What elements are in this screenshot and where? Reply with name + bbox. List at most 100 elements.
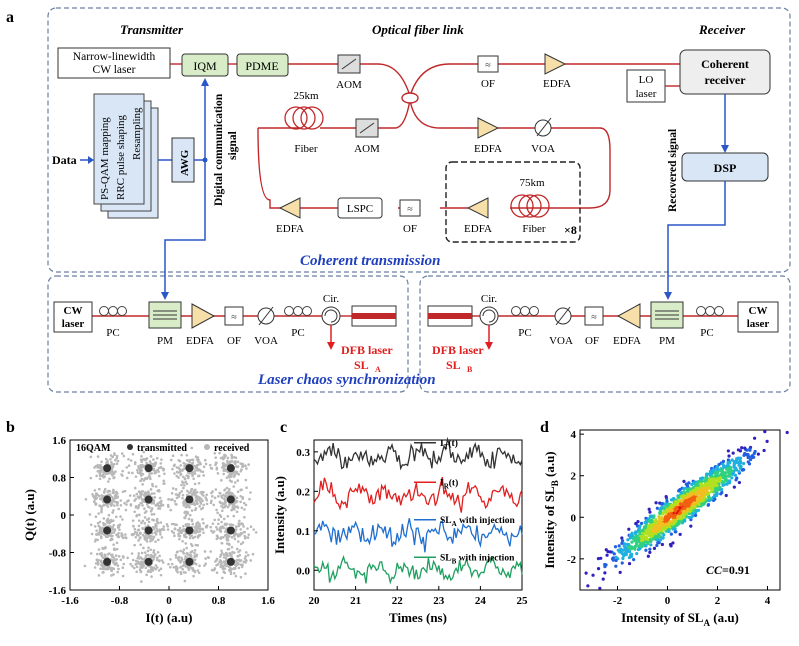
received-point	[209, 525, 212, 529]
received-point	[178, 491, 182, 495]
received-point	[239, 470, 243, 473]
received-point	[135, 565, 139, 569]
received-point	[139, 563, 143, 567]
received-point	[232, 485, 236, 488]
received-point	[158, 530, 162, 534]
density-point	[718, 476, 723, 480]
density-point	[745, 448, 749, 452]
received-point	[166, 528, 170, 531]
received-point	[140, 455, 143, 458]
received-point	[208, 463, 212, 467]
density-point	[586, 584, 590, 588]
received-point	[225, 486, 229, 490]
cw-laser-left-l2: laser	[62, 318, 85, 330]
chaos-left: CW laser PC PM EDFA ≈ OF VOA PC Cir. DFB…	[53, 293, 397, 374]
density-point	[678, 532, 682, 536]
received-point	[203, 458, 207, 462]
received-point	[238, 553, 242, 557]
coherent-transmission-title: Coherent transmission	[300, 253, 440, 269]
received-point	[100, 532, 104, 535]
received-point	[235, 562, 239, 565]
received-point	[190, 566, 193, 570]
received-point	[229, 570, 233, 574]
received-point	[210, 499, 213, 503]
received-point	[131, 533, 135, 537]
received-point	[132, 494, 136, 497]
received-point	[143, 507, 146, 511]
received-point	[129, 562, 132, 566]
svg-text:≈: ≈	[485, 60, 491, 71]
density-point	[626, 538, 630, 542]
x-tick-label: 0.8	[212, 595, 226, 607]
received-point	[141, 499, 145, 502]
density-point	[672, 527, 677, 531]
received-point	[159, 521, 163, 524]
density-point	[614, 558, 618, 563]
received-point	[137, 464, 140, 468]
received-point	[152, 527, 156, 531]
received-point	[220, 520, 223, 524]
received-point	[161, 503, 165, 507]
received-point	[146, 505, 150, 509]
received-point	[189, 471, 193, 475]
received-point	[185, 453, 189, 457]
received-point	[222, 553, 226, 557]
density-point	[723, 477, 727, 481]
received-point	[228, 487, 231, 491]
received-point	[129, 504, 133, 507]
received-point	[154, 567, 157, 571]
received-point	[137, 503, 141, 507]
density-point	[621, 556, 625, 561]
data-arrowhead	[88, 156, 94, 164]
received-point	[158, 496, 162, 500]
received-point	[235, 558, 239, 562]
received-point	[182, 467, 186, 471]
received-point	[132, 524, 135, 528]
density-point	[691, 512, 695, 516]
transmitted-point	[103, 464, 112, 473]
x-tick-label: 20	[309, 595, 321, 607]
received-point	[121, 490, 125, 494]
received-point	[89, 476, 93, 480]
received-point	[229, 572, 233, 576]
density-point	[632, 536, 636, 540]
density-point	[620, 561, 624, 565]
received-point	[195, 530, 198, 534]
received-point	[172, 531, 176, 535]
received-point	[195, 553, 199, 557]
received-point	[133, 543, 136, 547]
received-point	[244, 551, 248, 554]
received-point	[200, 527, 204, 531]
density-point	[719, 487, 724, 492]
received-point	[234, 574, 238, 578]
density-point	[656, 538, 660, 542]
edfa-right-icon	[616, 303, 641, 329]
received-point	[179, 570, 182, 574]
received-point	[142, 457, 146, 461]
received-point	[107, 513, 111, 517]
transmitted-point	[226, 557, 235, 566]
received-point	[186, 552, 189, 555]
chaos-right: DFB laser SL B Cir. PC VOA ≈ OF EDFA PM …	[427, 293, 779, 374]
density-point	[677, 489, 681, 493]
received-point	[230, 567, 234, 571]
received-point	[110, 574, 113, 577]
received-point	[251, 552, 255, 556]
received-point	[249, 525, 253, 529]
received-point	[233, 563, 237, 567]
receiver-title: Receiver	[698, 22, 746, 37]
received-point	[210, 529, 213, 533]
cw-laser-box	[57, 47, 171, 79]
received-point	[235, 465, 238, 468]
cw-laser-right-l2: laser	[747, 318, 770, 330]
received-point	[179, 549, 182, 553]
pc-left-2-label: PC	[291, 327, 304, 339]
received-point	[139, 501, 143, 505]
received-point	[160, 528, 163, 532]
density-point	[634, 544, 638, 548]
density-point	[663, 510, 667, 514]
received-point	[225, 522, 229, 526]
received-point	[178, 459, 182, 463]
received-point	[121, 574, 125, 578]
y-tick-label: 0.8	[52, 473, 66, 485]
